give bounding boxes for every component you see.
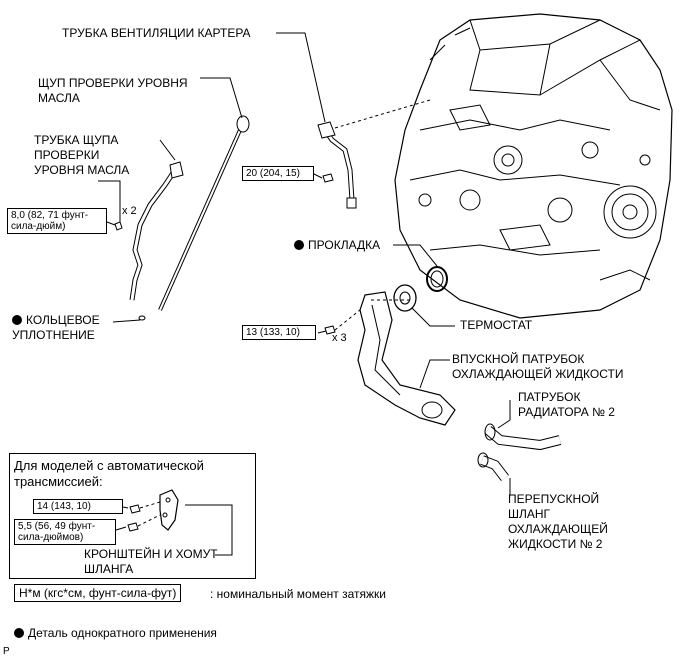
o-ring-text: КОЛЬЦЕВОЕ УПЛОТНЕНИЕ [12, 313, 100, 342]
multiplier-water-inlet: x 3 [332, 332, 347, 344]
label-dipstick-tube: ТРУБКА ЩУПА ПРОВЕРКИ УРОВНЯ МАСЛА [34, 133, 130, 177]
label-radiator-hose: ПАТРУБОК РАДИАТОРА № 2 [518, 390, 615, 419]
legend-unit-box: Н*м (кгс*см, фунт-сила-фут) [14, 584, 182, 602]
inset-title: Для моделей с автоматической трансмиссие… [14, 458, 204, 489]
torque-bracket-b: 5,5 (56, 49 фунт- сила-дюймов) [14, 519, 116, 545]
label-bracket: КРОНШТЕЙН И ХОМУТ ШЛАНГА [84, 547, 218, 576]
single-use-text: Деталь однократного применения [28, 626, 217, 640]
label-dipstick: ЩУП ПРОВЕРКИ УРОВНЯ МАСЛА [38, 76, 188, 105]
single-use-dot [12, 315, 22, 325]
water-inlet-part [357, 291, 456, 426]
label-o-ring: КОЛЬЦЕВОЕ УПЛОТНЕНИЕ [12, 313, 100, 343]
legend-unit-text: : номинальный момент затяжки [210, 587, 386, 601]
corner-mark: P [3, 646, 10, 657]
torque-vent-tube: 20 (204, 15) [242, 166, 314, 181]
thermostat-part [393, 284, 417, 312]
gasket-ring [426, 266, 448, 292]
torque-bracket-a: 14 (143, 10) [33, 499, 123, 514]
torque-dipstick-tube: 8,0 (82, 71 фунт- сила-дюйм) [7, 208, 107, 234]
label-bypass-hose: ПЕРЕПУСКНОЙ ШЛАНГ ОХЛАЖДАЮЩЕЙ ЖИДКОСТИ №… [508, 492, 608, 551]
engine-drawing [394, 13, 673, 319]
label-thermostat: ТЕРМОСТАТ [460, 318, 533, 332]
label-crankcase-vent-tube: ТРУБКА ВЕНТИЛЯЦИИ КАРТЕРА [62, 26, 251, 40]
multiplier-dipstick-tube: x 2 [122, 205, 137, 217]
single-use-dot [294, 240, 304, 250]
bracket-part [159, 489, 179, 531]
single-use-dot [14, 628, 24, 638]
label-gasket: ПРОКЛАДКА [294, 238, 380, 253]
label-water-inlet: ВПУСКНОЙ ПАТРУБОК ОХЛАЖДАЮЩЕЙ ЖИДКОСТИ [452, 352, 624, 381]
automatic-transmission-inset [9, 453, 256, 579]
legend-single-use: Деталь однократного применения [14, 626, 217, 640]
torque-water-inlet: 13 (133, 10) [242, 325, 316, 340]
